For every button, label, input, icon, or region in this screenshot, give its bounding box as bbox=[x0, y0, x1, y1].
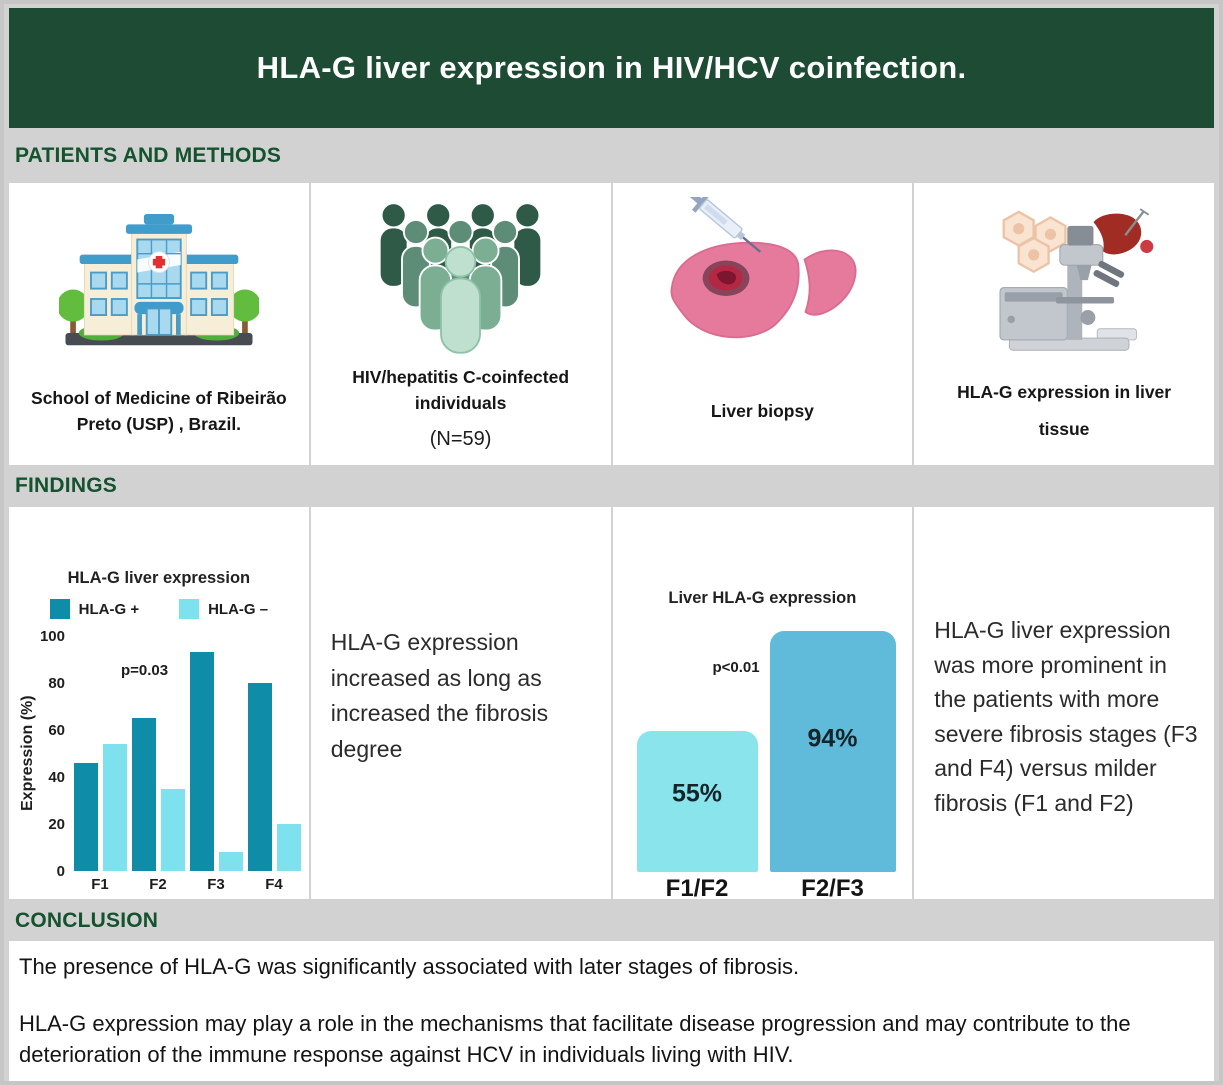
panel-comparison-bar-chart: Liver HLA-G expression p<0.01 55% F1/F2 94… bbox=[612, 507, 913, 899]
chart1-bar bbox=[131, 718, 156, 871]
chart1-y-tick: 20 bbox=[48, 816, 65, 833]
chart2-category-label: F1/F2 bbox=[665, 875, 729, 899]
chart1-bar bbox=[73, 762, 98, 871]
legend-swatch-icon bbox=[179, 599, 200, 619]
chart1-bar-group bbox=[71, 636, 129, 871]
chart2-bar-value-label: 55% bbox=[671, 779, 723, 808]
conclusion-paragraph-2: HLA-G expression may play a role in the … bbox=[19, 1011, 1131, 1067]
findings-row: HLA-G liver expression HLA-G +HLA-G – Ex… bbox=[9, 507, 1214, 899]
chart1-plot-area: F1 F2 F3 F4 bbox=[71, 636, 303, 893]
chart1-bar-group bbox=[129, 636, 187, 871]
hospital-icon bbox=[9, 183, 309, 371]
page-title: HLA-G liver expression in HIV/HCV coinfe… bbox=[256, 50, 967, 85]
chart2-category-label: F2/F3 bbox=[801, 875, 864, 899]
conclusion-panel: The presence of HLA-G was significantly … bbox=[9, 941, 1214, 1081]
chart1-bar-group bbox=[245, 636, 303, 871]
chart1-bar bbox=[276, 824, 301, 871]
chart1-y-tick: 100 bbox=[39, 628, 65, 645]
panel-finding-text-2: HLA-G liver expression was more prominen… bbox=[914, 507, 1214, 899]
panel-hlag-tissue: HLA-G expression in liver tissue bbox=[914, 183, 1214, 465]
chart1-category-label: F4 bbox=[265, 876, 283, 893]
panel-school: School of Medicine of Ribeirão Preto (US… bbox=[9, 183, 309, 465]
finding-text-2: HLA-G liver expression was more prominen… bbox=[934, 617, 1198, 816]
section-band-methods: PATIENTS AND METHODS bbox=[9, 128, 1214, 183]
sample-size: (N=59) bbox=[429, 428, 492, 450]
chart1-y-tick: 0 bbox=[56, 863, 65, 880]
chart1-bar bbox=[247, 683, 272, 871]
chart1-legend-item: HLA-G + bbox=[49, 599, 140, 619]
section-band-findings: FINDINGS bbox=[9, 465, 1214, 507]
chart1-bar bbox=[218, 852, 243, 871]
chart1-bar bbox=[102, 744, 127, 871]
chart1-y-ticks: 0 20 40 60 80 100 bbox=[37, 628, 65, 880]
liver-biopsy-icon bbox=[613, 183, 913, 371]
section-band-conclusion: CONCLUSION bbox=[9, 901, 1214, 941]
panel-finding-text-1: HLA-G expression increased as long as in… bbox=[310, 507, 611, 899]
chart1-category-label: F2 bbox=[149, 876, 167, 893]
chart2-bar-value-label: 94% bbox=[807, 724, 858, 753]
finding-text-1: HLA-G expression increased as long as in… bbox=[330, 629, 549, 762]
title-bar: HLA-G liver expression in HIV/HCV coinfe… bbox=[9, 8, 1214, 128]
chart1-legend-item: HLA-G – bbox=[179, 599, 268, 619]
people-icon bbox=[311, 183, 611, 364]
conclusion-section-label: CONCLUSION bbox=[15, 909, 159, 932]
panel-liver-biopsy: Liver biopsy bbox=[612, 183, 913, 465]
chart2-p-value: p<0.01 bbox=[712, 659, 760, 676]
conclusion-paragraph-1: The presence of HLA-G was significantly … bbox=[19, 954, 800, 979]
chart1-legend: HLA-G + HLA-G – bbox=[9, 599, 309, 619]
chart2-title: Liver HLA-G expression bbox=[668, 589, 857, 607]
panel-individuals: HIV/hepatitis C-coinfected individuals (… bbox=[310, 183, 611, 465]
chart1-bar-group bbox=[187, 636, 245, 871]
chart1-y-tick: 40 bbox=[48, 769, 65, 786]
chart2-bar: 55% bbox=[636, 730, 758, 872]
chart1-y-tick: 80 bbox=[48, 675, 65, 692]
chart1-p-value: p=0.03 bbox=[121, 662, 169, 679]
liver-biopsy-caption: Liver biopsy bbox=[710, 400, 814, 421]
methods-section-label: PATIENTS AND METHODS bbox=[15, 143, 282, 167]
school-caption: School of Medicine of Ribeirão Preto (US… bbox=[31, 387, 287, 434]
chart1-category-label: F3 bbox=[207, 876, 225, 893]
legend-swatch-icon bbox=[49, 599, 70, 619]
microscope-icon bbox=[914, 183, 1214, 371]
legend-label: HLA-G + bbox=[78, 600, 140, 618]
findings-section-label: FINDINGS bbox=[15, 474, 117, 497]
chart1-category-label: F1 bbox=[91, 876, 109, 893]
hlag-tissue-caption: HLA-G expression in liver tissue bbox=[957, 382, 1172, 439]
chart2-bar: 94% bbox=[769, 630, 896, 872]
chart1-title: HLA-G liver expression bbox=[67, 569, 251, 587]
panel-grouped-bar-chart: HLA-G liver expression HLA-G +HLA-G – Ex… bbox=[9, 507, 309, 899]
chart1-y-tick: 60 bbox=[48, 722, 65, 739]
chart1-bar bbox=[189, 652, 214, 871]
methods-row: School of Medicine of Ribeirão Preto (US… bbox=[9, 183, 1214, 465]
individuals-caption: HIV/hepatitis C-coinfected individuals bbox=[352, 366, 570, 413]
legend-label: HLA-G – bbox=[208, 600, 269, 618]
chart1-bar bbox=[160, 788, 185, 871]
